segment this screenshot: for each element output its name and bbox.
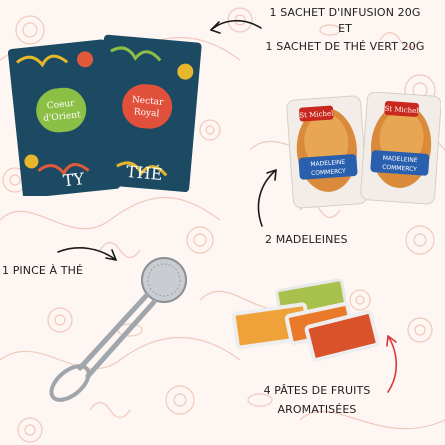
infusion-packet: Coeur d'Orient TY (7, 39, 121, 196)
green-tea-badge-line2: Royal (133, 107, 159, 119)
madeleine-product-left-1: MADELEINE (310, 159, 345, 168)
green-tea-packet: Nectar Royal THÉ (91, 34, 202, 193)
madeleines-label: 2 MADELEINES (265, 233, 348, 246)
pates-label-line2: AROMATISÉES (277, 402, 357, 416)
infusion-label: 1 SACHET D'INFUSION 20G ET 1 SACHET DE T… (250, 6, 440, 53)
tea-packets: Coeur d'Orient TY Nectar Royal THÉ (7, 34, 202, 196)
green-tea-badge-line1: Nectar (131, 95, 164, 108)
arrow-to-madeleines-icon (257, 169, 277, 227)
madeleine-pack-right: St Michel MADELEINE COMMERCY (360, 92, 441, 205)
tea-infuser (49, 257, 187, 402)
madeleine-brand-right: St Michel (384, 105, 419, 115)
pince-label: 1 PINCE À THÉ (2, 264, 83, 277)
infusion-badge-line2: d'Orient (43, 110, 82, 124)
arrow-to-fruit-pastes-icon (386, 335, 398, 393)
green-tea-bottom-text: THÉ (125, 161, 163, 184)
madeleine-packs: St Michel MADELEINE COMMERCY St Michel M… (286, 92, 441, 209)
pates-label-line1: 4 PÂTES DE FRUITS (263, 384, 371, 397)
madeleine-product-right-2: COMMERCY (382, 164, 417, 173)
infusion-badge-line1: Coeur (46, 99, 75, 112)
infusion-label-line1: 1 SACHET D'INFUSION 20G (269, 6, 421, 19)
fruit-pastes (231, 278, 380, 362)
infusion-label-line2: 1 SACHET DE THÉ VERT 20G (265, 39, 425, 53)
madeleine-product-left-2: COMMERCY (311, 168, 346, 177)
madeleine-brand-left: St Michel (299, 109, 334, 119)
madeleine-product-right-1: MADELEINE (382, 155, 417, 164)
infusion-bottom-text: TY (62, 169, 86, 190)
infusion-label-et: ET (338, 21, 352, 35)
arrow-to-tea-icon (210, 19, 262, 34)
arrow-to-infuser-icon (57, 247, 117, 261)
madeleine-pack-left: St Michel MADELEINE COMMERCY (286, 95, 368, 209)
pates-label: 4 PÂTES DE FRUITS AROMATISÉES (232, 384, 402, 417)
